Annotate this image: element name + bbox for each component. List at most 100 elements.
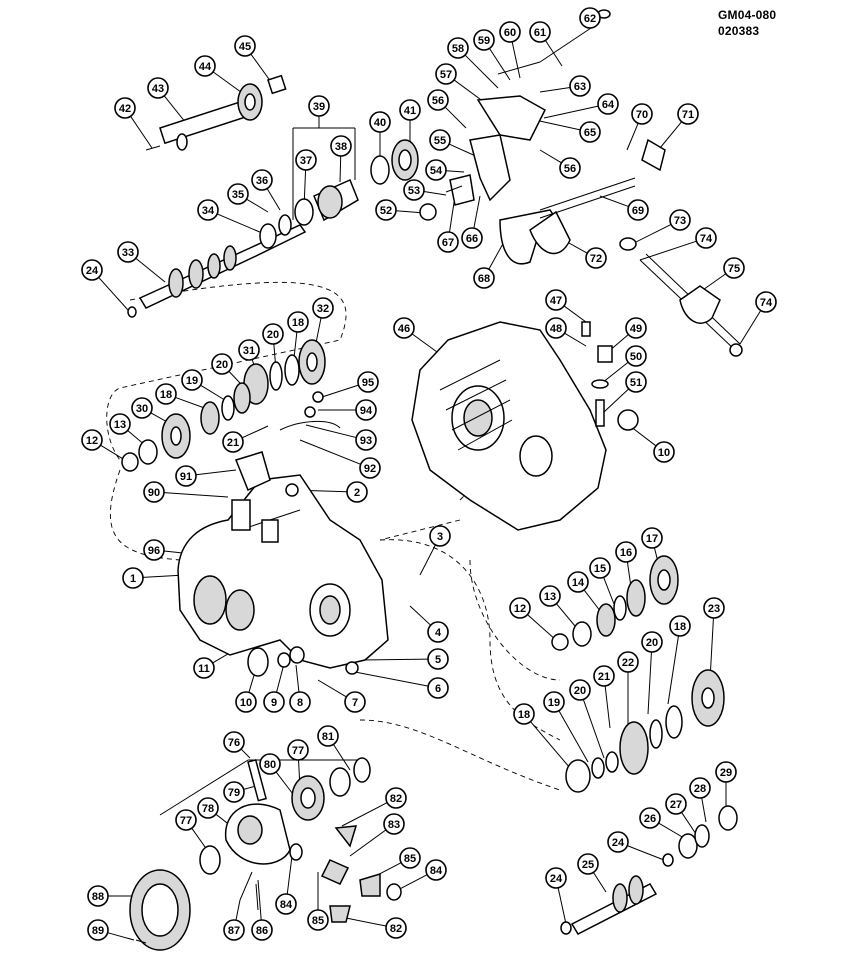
callout-61: 61: [529, 21, 551, 43]
callout-number: 33: [122, 247, 134, 259]
callout-number: 6: [435, 683, 441, 695]
callout-number: 10: [240, 697, 252, 709]
callout-circle: [755, 291, 777, 313]
callout-number: 20: [574, 685, 586, 697]
callout-96: 96: [143, 539, 165, 561]
callout-circle: [346, 481, 368, 503]
callout-42: 42: [114, 97, 136, 119]
callout-74: 74: [695, 227, 717, 249]
leader-line: [592, 872, 607, 893]
callout-circle: [87, 885, 109, 907]
callout-48: 48: [545, 317, 567, 339]
callout-31: 31: [238, 339, 260, 361]
leader-line: [464, 54, 499, 89]
callout-number: 71: [682, 109, 694, 121]
callout-circle: [317, 725, 339, 747]
callout-number: 70: [636, 109, 648, 121]
callout-36: 36: [251, 169, 273, 191]
leader-line: [739, 310, 762, 345]
callout-number: 24: [550, 873, 563, 885]
callout-circle: [427, 677, 449, 699]
callout-circle: [289, 691, 311, 713]
callout-17: 17: [641, 527, 663, 549]
leader-line: [241, 425, 269, 439]
callout-number: 87: [228, 925, 240, 937]
callout-number: 90: [148, 487, 160, 499]
callout-circle: [513, 703, 535, 725]
callout-number: 84: [280, 899, 293, 911]
leader-line: [527, 614, 557, 641]
callout-16: 16: [615, 541, 637, 563]
callout-62: 62: [579, 7, 601, 29]
callout-number: 21: [227, 437, 239, 449]
callout-circle: [181, 369, 203, 391]
callout-number: 18: [292, 317, 304, 329]
callout-19: 19: [543, 691, 565, 713]
output-gears-lower: [565, 669, 725, 793]
callout-number: 74: [760, 297, 773, 309]
callout-number: 66: [466, 233, 478, 245]
leader-line: [530, 721, 571, 769]
callout-number: 8: [297, 697, 303, 709]
callout-number: 37: [300, 155, 312, 167]
callout-number: 61: [534, 27, 546, 39]
callout-number: 28: [694, 783, 706, 795]
callout-labels: 1234567891011121318192021303120183224333…: [81, 7, 777, 941]
callout-circle: [399, 847, 421, 869]
leader-line: [228, 370, 241, 384]
callout-number: 74: [700, 233, 713, 245]
callout-20: 20: [569, 679, 591, 701]
callout-37: 37: [295, 149, 317, 171]
callout-circle: [312, 297, 334, 319]
callout-33: 33: [117, 241, 139, 263]
callout-circle: [447, 37, 469, 59]
callout-circle: [631, 103, 653, 125]
callout-23: 23: [703, 597, 725, 619]
callout-circle: [211, 353, 233, 375]
leader-line: [317, 679, 347, 698]
callout-59: 59: [473, 29, 495, 51]
input-gears-lower: [121, 382, 251, 472]
leader-line: [444, 106, 467, 129]
callout-78: 78: [197, 797, 219, 819]
callout-number: 35: [232, 189, 244, 201]
callout-circle: [355, 429, 377, 451]
callout-circle: [509, 597, 531, 619]
callout-number: 56: [432, 95, 444, 107]
callout-2: 2: [346, 481, 368, 503]
callout-50: 50: [625, 345, 647, 367]
callout-circle: [175, 809, 197, 831]
callout-circle: [234, 35, 256, 57]
callout-circle: [429, 525, 451, 547]
callout-number: 17: [646, 533, 658, 545]
callout-number: 18: [160, 389, 172, 401]
leader-line: [681, 812, 697, 835]
output-shaft: [560, 805, 738, 935]
callout-52: 52: [375, 199, 397, 221]
callout-number: 67: [442, 237, 454, 249]
callout-number: 59: [478, 35, 490, 47]
callout-5: 5: [427, 648, 449, 670]
callout-circle: [529, 21, 551, 43]
callout-number: 63: [574, 81, 586, 93]
callout-79: 79: [223, 781, 245, 803]
callout-number: 41: [404, 105, 416, 117]
leader-line: [246, 198, 269, 213]
callout-circle: [429, 129, 451, 151]
callout-number: 3: [437, 531, 443, 543]
callout-circle: [194, 55, 216, 77]
callout-circle: [223, 781, 245, 803]
callout-circle: [263, 691, 285, 713]
callout-circle: [238, 339, 260, 361]
callout-circle: [639, 807, 661, 829]
leader-line: [511, 41, 521, 79]
callout-27: 27: [665, 793, 687, 815]
callout-circle: [259, 753, 281, 775]
callout-circle: [689, 777, 711, 799]
callout-circle: [425, 159, 447, 181]
callout-82: 82: [385, 917, 407, 939]
callout-21: 21: [593, 665, 615, 687]
callout-92: 92: [359, 457, 381, 479]
callout-circle: [669, 209, 691, 231]
